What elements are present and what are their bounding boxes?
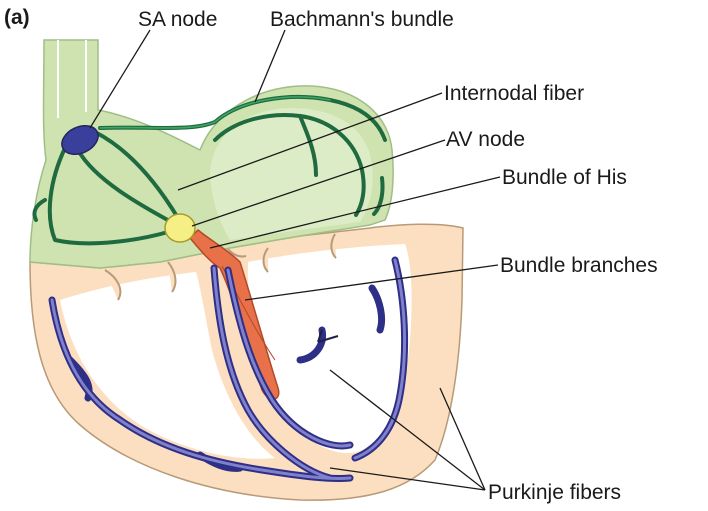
label-internodal-fiber: Internodal fiber — [444, 82, 584, 105]
label-av-node: AV node — [446, 128, 525, 151]
leader-purkinje-2 — [440, 388, 485, 490]
label-bundle-of-his: Bundle of His — [502, 166, 627, 189]
panel-label: (a) — [4, 6, 30, 29]
label-bachmann-bundle: Bachmann's bundle — [270, 8, 454, 31]
av-node — [165, 214, 195, 242]
leader-sa-node — [90, 30, 150, 128]
label-sa-node: SA node — [138, 8, 217, 31]
label-purkinje-fibers: Purkinje fibers — [488, 481, 621, 504]
label-bundle-branches: Bundle branches — [500, 254, 658, 277]
